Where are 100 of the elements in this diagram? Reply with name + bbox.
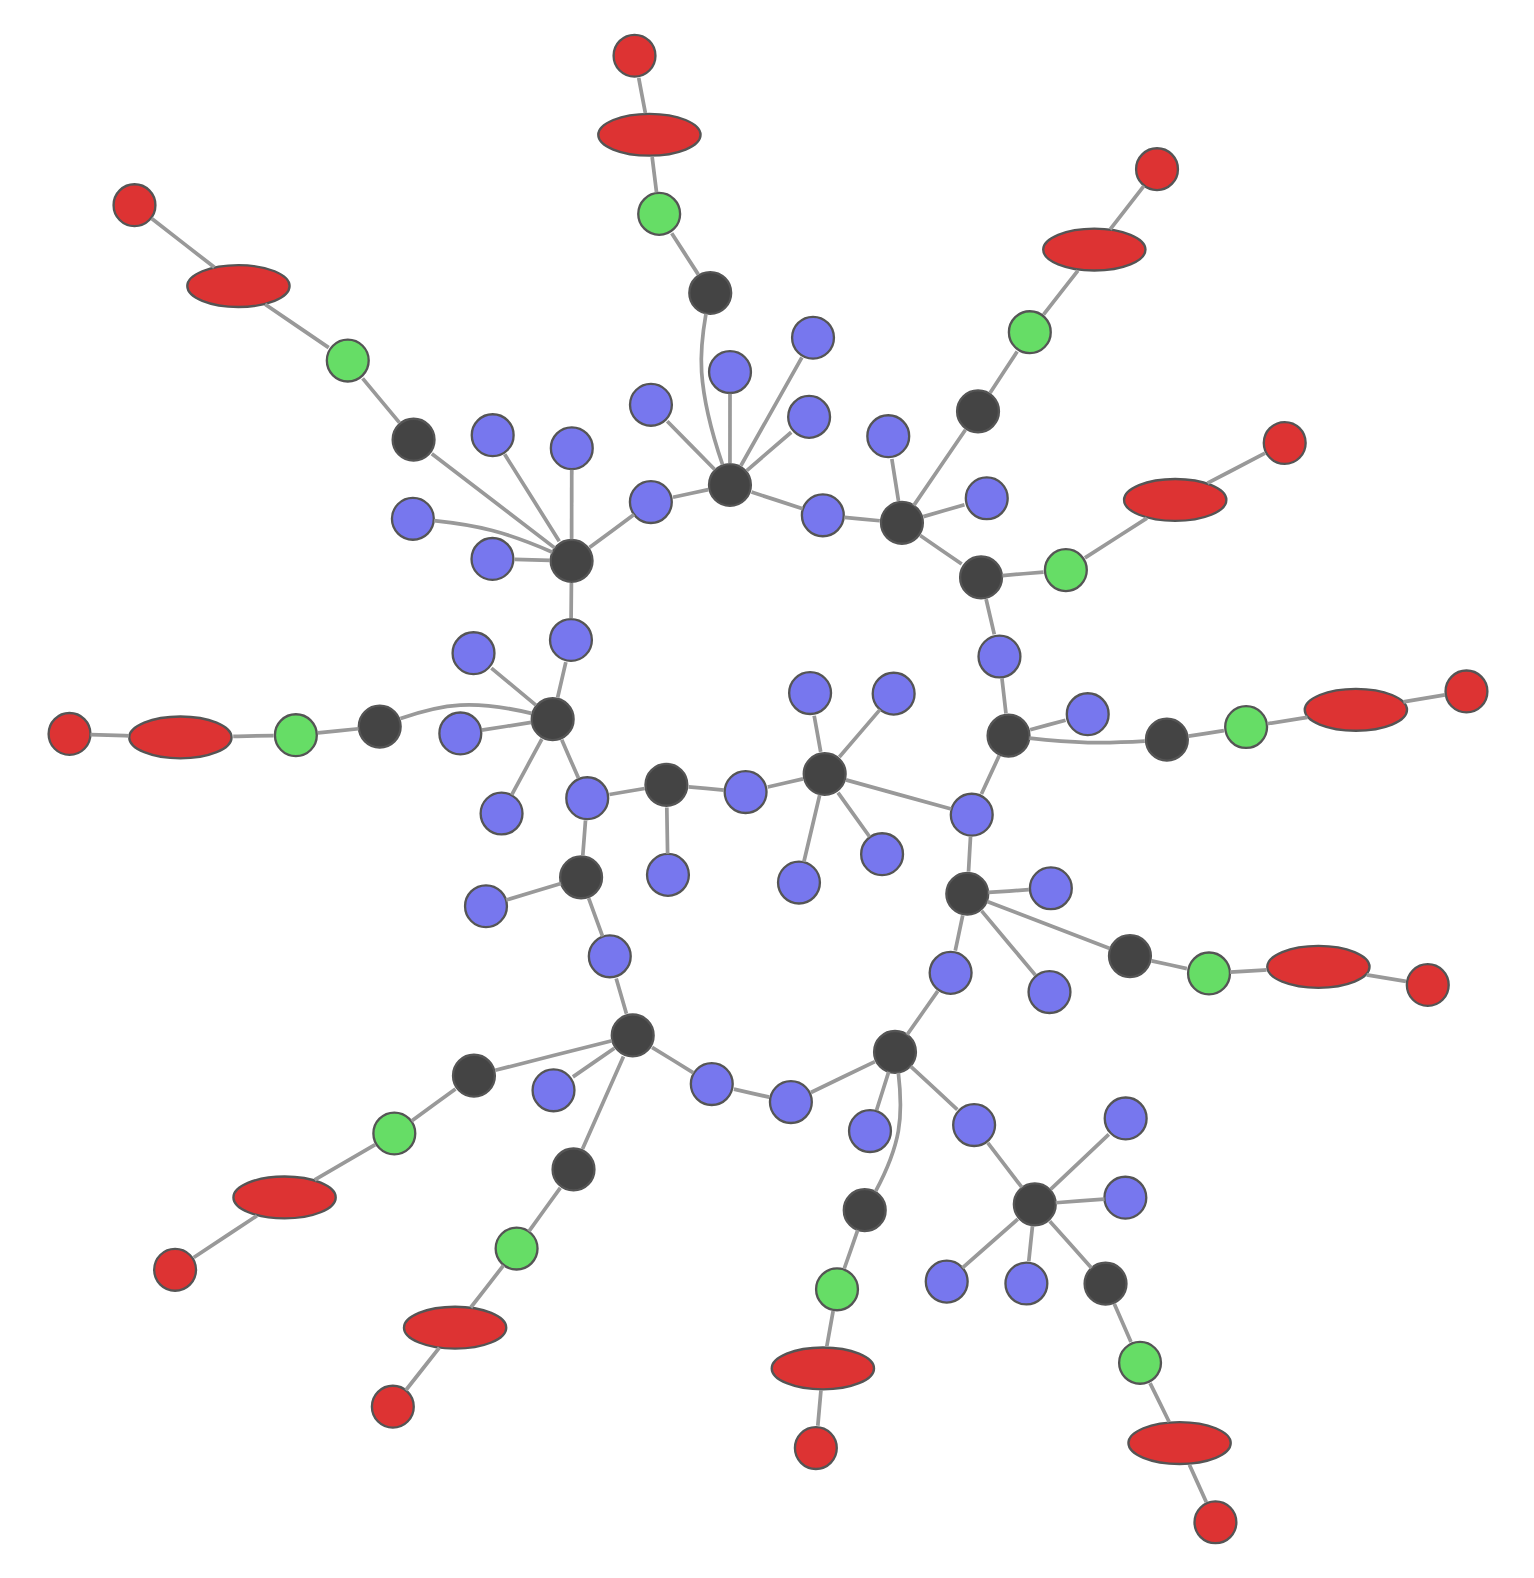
node-circle bbox=[865, 414, 910, 459]
connector bbox=[664, 420, 716, 471]
connector bbox=[559, 739, 580, 779]
connector bbox=[587, 513, 635, 550]
connector bbox=[836, 708, 881, 759]
connector bbox=[1111, 1302, 1132, 1343]
connector bbox=[1041, 269, 1079, 316]
connector bbox=[403, 1346, 440, 1392]
node-circle bbox=[564, 776, 609, 821]
connector bbox=[1228, 968, 1266, 974]
node-circle bbox=[1143, 717, 1188, 762]
node-circle bbox=[1261, 420, 1306, 466]
connector bbox=[921, 502, 964, 519]
connector bbox=[613, 977, 628, 1015]
node-circle bbox=[390, 417, 435, 462]
node-circle bbox=[871, 1029, 917, 1074]
node-circle bbox=[152, 1247, 197, 1292]
connector bbox=[835, 791, 871, 838]
connector bbox=[1082, 516, 1147, 560]
connector bbox=[687, 785, 724, 792]
node-circle bbox=[1082, 1261, 1127, 1306]
node-circle bbox=[1011, 1182, 1056, 1227]
node-circle bbox=[586, 934, 631, 979]
connector bbox=[801, 794, 821, 863]
connector bbox=[965, 836, 972, 872]
node-circle bbox=[846, 1109, 892, 1154]
connector bbox=[911, 428, 966, 507]
connector bbox=[1147, 1382, 1170, 1423]
connector bbox=[766, 777, 803, 789]
connector bbox=[526, 1186, 561, 1233]
connector bbox=[608, 786, 645, 797]
connector bbox=[671, 487, 708, 500]
node-circle bbox=[643, 762, 688, 807]
node-circle bbox=[976, 634, 1021, 679]
connector bbox=[960, 1217, 1018, 1270]
node-circle bbox=[1116, 1340, 1162, 1385]
connector bbox=[669, 232, 699, 276]
node-ellipse bbox=[1126, 1421, 1231, 1466]
node-circle bbox=[1027, 866, 1072, 911]
node-ellipse bbox=[769, 1346, 875, 1391]
connector bbox=[493, 1038, 612, 1073]
node-circle bbox=[813, 1267, 859, 1312]
connector bbox=[663, 807, 669, 854]
node-circle bbox=[450, 631, 495, 676]
node-circle bbox=[722, 770, 767, 815]
connector bbox=[1205, 451, 1265, 485]
node-circle bbox=[1106, 934, 1152, 979]
connector bbox=[1365, 973, 1406, 984]
node-circle bbox=[948, 792, 993, 837]
node-circle bbox=[923, 1259, 968, 1304]
node-circle bbox=[371, 1111, 416, 1156]
node-circle bbox=[609, 1013, 654, 1058]
connector bbox=[480, 720, 531, 732]
connector bbox=[513, 557, 550, 563]
connector bbox=[1025, 1225, 1034, 1262]
node-circle bbox=[688, 1061, 733, 1107]
node-circle bbox=[792, 1425, 837, 1471]
connector bbox=[570, 1046, 615, 1079]
connector bbox=[987, 887, 1029, 895]
connector bbox=[844, 778, 951, 811]
node-circle bbox=[957, 555, 1003, 600]
node-ellipse bbox=[231, 1175, 336, 1220]
node-circle bbox=[878, 500, 924, 545]
connector bbox=[568, 469, 573, 540]
node-circle bbox=[870, 671, 915, 716]
node-ellipse bbox=[401, 1305, 507, 1350]
node-circle bbox=[644, 852, 690, 897]
node-circle bbox=[951, 1103, 996, 1148]
connector bbox=[263, 302, 329, 350]
connector bbox=[232, 733, 273, 739]
connector bbox=[987, 350, 1018, 394]
connector bbox=[841, 1229, 859, 1270]
node-ellipse bbox=[1121, 477, 1227, 523]
connector bbox=[698, 313, 724, 466]
connector bbox=[738, 356, 803, 467]
connector bbox=[191, 1214, 257, 1260]
node-circle bbox=[775, 860, 821, 905]
connector bbox=[983, 598, 996, 635]
node-circle bbox=[627, 382, 673, 427]
node-circle bbox=[954, 389, 1000, 434]
connector bbox=[579, 820, 587, 856]
connector bbox=[978, 754, 1000, 795]
connector bbox=[814, 1390, 822, 1426]
node-circle bbox=[493, 1226, 538, 1271]
connector bbox=[554, 661, 567, 698]
connector bbox=[985, 899, 1110, 951]
connector bbox=[1028, 736, 1144, 745]
connector bbox=[918, 533, 962, 566]
node-circle bbox=[1003, 1261, 1048, 1306]
connector bbox=[889, 458, 900, 502]
connector bbox=[999, 677, 1007, 714]
node-circle bbox=[786, 394, 831, 439]
node-circle bbox=[469, 536, 514, 581]
node-circle bbox=[389, 496, 434, 541]
connector bbox=[1186, 1463, 1208, 1504]
node-circle bbox=[927, 950, 972, 995]
node-circle bbox=[1223, 704, 1268, 750]
connector bbox=[398, 703, 531, 721]
node-circle bbox=[963, 476, 1008, 521]
connector bbox=[872, 1072, 902, 1193]
